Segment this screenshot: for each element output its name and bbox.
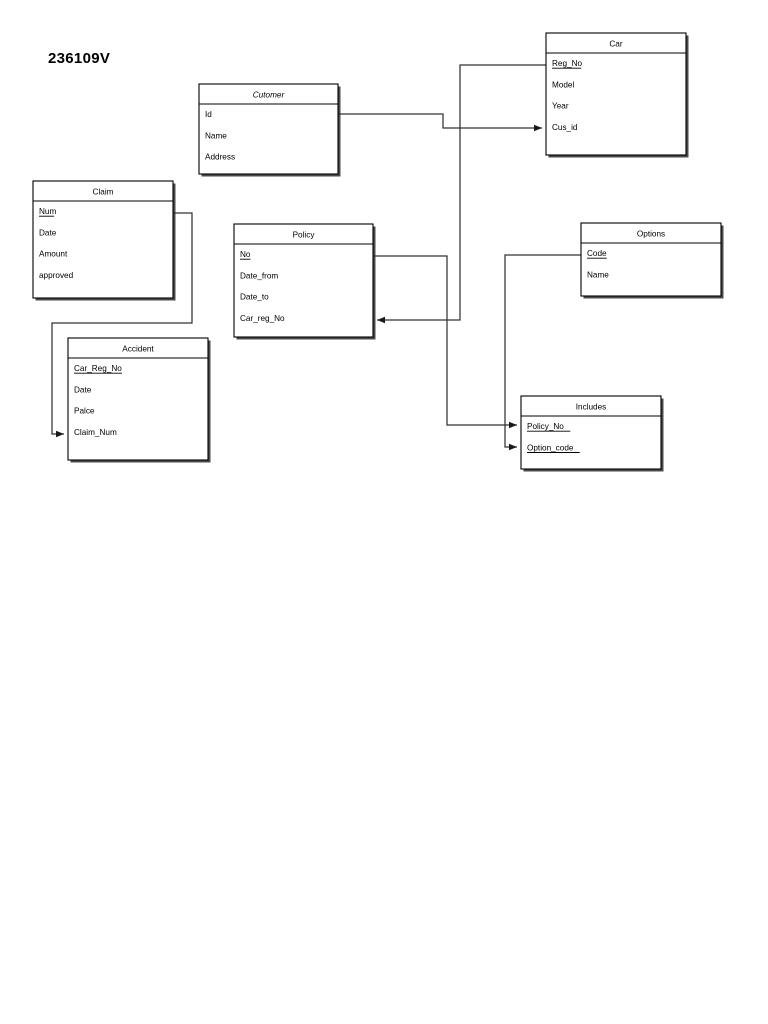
entity-attribute: Car_reg_No — [240, 314, 285, 323]
arrowhead-policy-to-includes — [509, 421, 517, 429]
entity-box[interactable] — [233, 223, 374, 338]
entity-title: Car — [609, 40, 622, 49]
arrowhead-options-to-includes — [509, 443, 517, 451]
relationship-line-claim-to-accident — [51, 212, 193, 435]
entities-layer: CarReg_NoModelYearCus_idCutomerIdNameAdd… — [32, 32, 724, 472]
entity-box[interactable] — [545, 32, 687, 156]
arrowhead-car-to-policy — [377, 316, 385, 324]
entity-title: Claim — [93, 188, 114, 197]
arrowhead-cutomer-to-car — [534, 124, 542, 132]
entity-box[interactable] — [520, 395, 662, 470]
entity-attribute: Address — [205, 153, 235, 162]
entity-attribute: Name — [205, 131, 227, 140]
entity-attribute: Claim_Num — [74, 428, 117, 437]
arrowhead-claim-to-accident — [56, 430, 64, 438]
entity-box[interactable] — [32, 180, 174, 299]
connectors-layer — [51, 64, 581, 451]
entity-attribute-key: Policy_No — [527, 422, 564, 431]
entity-attribute: Date — [39, 228, 57, 237]
entity-title: Options — [637, 230, 665, 239]
entity-title: Includes — [576, 403, 607, 412]
entity-attribute-key: Num — [39, 207, 56, 216]
entity-attribute-key: No — [240, 250, 251, 259]
entity-attribute: approved — [39, 271, 74, 280]
relationship-line-cutomer-to-car — [338, 113, 542, 129]
entity-attribute: Year — [552, 102, 569, 111]
entity-title: Policy — [293, 231, 316, 240]
entity-attribute: Id — [205, 110, 212, 119]
entity-box[interactable] — [198, 83, 339, 175]
relationship-line-car-to-policy — [377, 64, 546, 321]
entity-attribute: Date — [74, 385, 92, 394]
entity-attribute: Palce — [74, 407, 95, 416]
entity-attribute-key: Reg_No — [552, 59, 582, 68]
entity-box[interactable] — [580, 222, 722, 297]
entity-attribute: Date_from — [240, 271, 278, 280]
entity-title: Accident — [122, 345, 154, 354]
entity-attribute-key: Option_code — [527, 443, 574, 452]
entity-attribute-key: Code — [587, 249, 607, 258]
entity-title: Cutomer — [253, 91, 285, 100]
page-title: 236109V — [48, 50, 111, 67]
entity-attribute: Name — [587, 270, 609, 279]
entity-attribute: Date_to — [240, 293, 269, 302]
entity-attribute-key: Car_Reg_No — [74, 364, 122, 373]
entity-attribute: Amount — [39, 250, 68, 259]
entity-box[interactable] — [67, 337, 209, 461]
relationship-line-policy-to-includes — [373, 255, 517, 426]
entity-attribute: Cus_id — [552, 123, 578, 132]
entity-attribute: Model — [552, 80, 574, 89]
